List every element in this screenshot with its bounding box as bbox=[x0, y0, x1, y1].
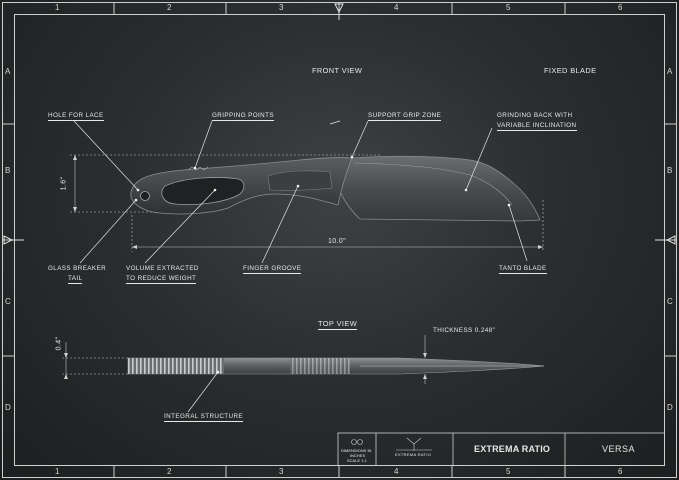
dim-top-thickness-label: 0.4" bbox=[55, 336, 63, 351]
front-dimension-lines bbox=[70, 154, 544, 252]
front-leader-lines bbox=[73, 120, 528, 264]
fixed-blade-heading: FIXED BLADE bbox=[544, 66, 597, 75]
callout-glass-breaker-2: TAIL bbox=[68, 275, 83, 284]
top-view-heading: TOP VIEW bbox=[318, 319, 358, 330]
title-dims-line2: INCHES bbox=[350, 453, 366, 458]
callout-support-grip-zone: SUPPORT GRIP ZONE bbox=[368, 112, 442, 121]
callout-glass-breaker-1: GLASS BREAKER bbox=[48, 265, 107, 272]
grid-col-3: 3 bbox=[279, 3, 284, 12]
scale-symbol bbox=[351, 439, 363, 445]
dim-length-label: 10.0" bbox=[328, 238, 347, 245]
grid-col-5-bottom: 5 bbox=[506, 467, 511, 476]
grid-row-b: B bbox=[5, 166, 11, 175]
callout-grinding-back-1: GRINDING BACK WITH bbox=[497, 112, 573, 119]
dimension-arrows bbox=[73, 155, 543, 249]
grid-col-3-bottom: 3 bbox=[279, 467, 284, 476]
grid-col-2-bottom: 2 bbox=[167, 467, 172, 476]
callout-hole-for-lace: HOLE FOR LACE bbox=[48, 112, 104, 121]
grid-col-6-bottom: 6 bbox=[618, 467, 623, 476]
dim-height-label: 1.6" bbox=[60, 176, 68, 191]
callout-grinding-back-2: VARIABLE INCLINATION bbox=[497, 122, 577, 131]
leader-dots bbox=[134, 155, 511, 207]
grid-row-b-right: B bbox=[667, 166, 673, 175]
front-view-heading: FRONT VIEW bbox=[312, 66, 363, 75]
grid-row-a-right: A bbox=[667, 67, 673, 76]
title-dims-line3: SCALE 1:1 bbox=[347, 458, 367, 463]
title-logo-text: EXTREMA RATIO bbox=[395, 452, 432, 457]
callout-volume-2: TO REDUCE WEIGHT bbox=[126, 275, 197, 284]
grid-row-d-right: D bbox=[667, 403, 673, 412]
top-dimension-arrows bbox=[64, 353, 427, 379]
callout-thickness: THICKNESS 0.248" bbox=[433, 327, 496, 334]
grid-row-c-right: C bbox=[667, 297, 673, 306]
grid-col-1: 1 bbox=[55, 3, 60, 12]
grid-col-4-bottom: 4 bbox=[394, 467, 399, 476]
callout-tanto-blade: TANTO BLADE bbox=[499, 265, 547, 274]
grid-col-1-bottom: 1 bbox=[55, 467, 60, 476]
center-marks bbox=[3, 3, 676, 245]
grid-col-2: 2 bbox=[167, 3, 172, 12]
callout-finger-groove: FINGER GROOVE bbox=[243, 265, 302, 274]
title-block-frame bbox=[337, 432, 665, 466]
top-leader-lines bbox=[187, 371, 219, 413]
grid-col-6: 6 bbox=[618, 3, 623, 12]
grid-row-a: A bbox=[5, 67, 11, 76]
knife-front-view bbox=[130, 155, 541, 222]
grid-row-d: D bbox=[5, 403, 11, 412]
grid-row-c: C bbox=[5, 297, 11, 306]
title-dims-line1: DIMENSIONS IN bbox=[341, 448, 372, 453]
top-leader-dot bbox=[216, 370, 220, 374]
title-model: VERSA bbox=[602, 444, 636, 454]
logo-mark bbox=[396, 437, 432, 451]
callout-integral-structure: INTEGRAL STRUCTURE bbox=[164, 413, 244, 422]
grid-col-5: 5 bbox=[506, 3, 511, 12]
callout-volume-1: VOLUME EXTRACTED bbox=[126, 265, 199, 272]
title-brand: EXTREMA RATIO bbox=[474, 444, 551, 454]
callout-gripping-points: GRIPPING POINTS bbox=[212, 112, 274, 121]
grid-col-4: 4 bbox=[394, 3, 399, 12]
knife-top-view bbox=[127, 357, 545, 375]
